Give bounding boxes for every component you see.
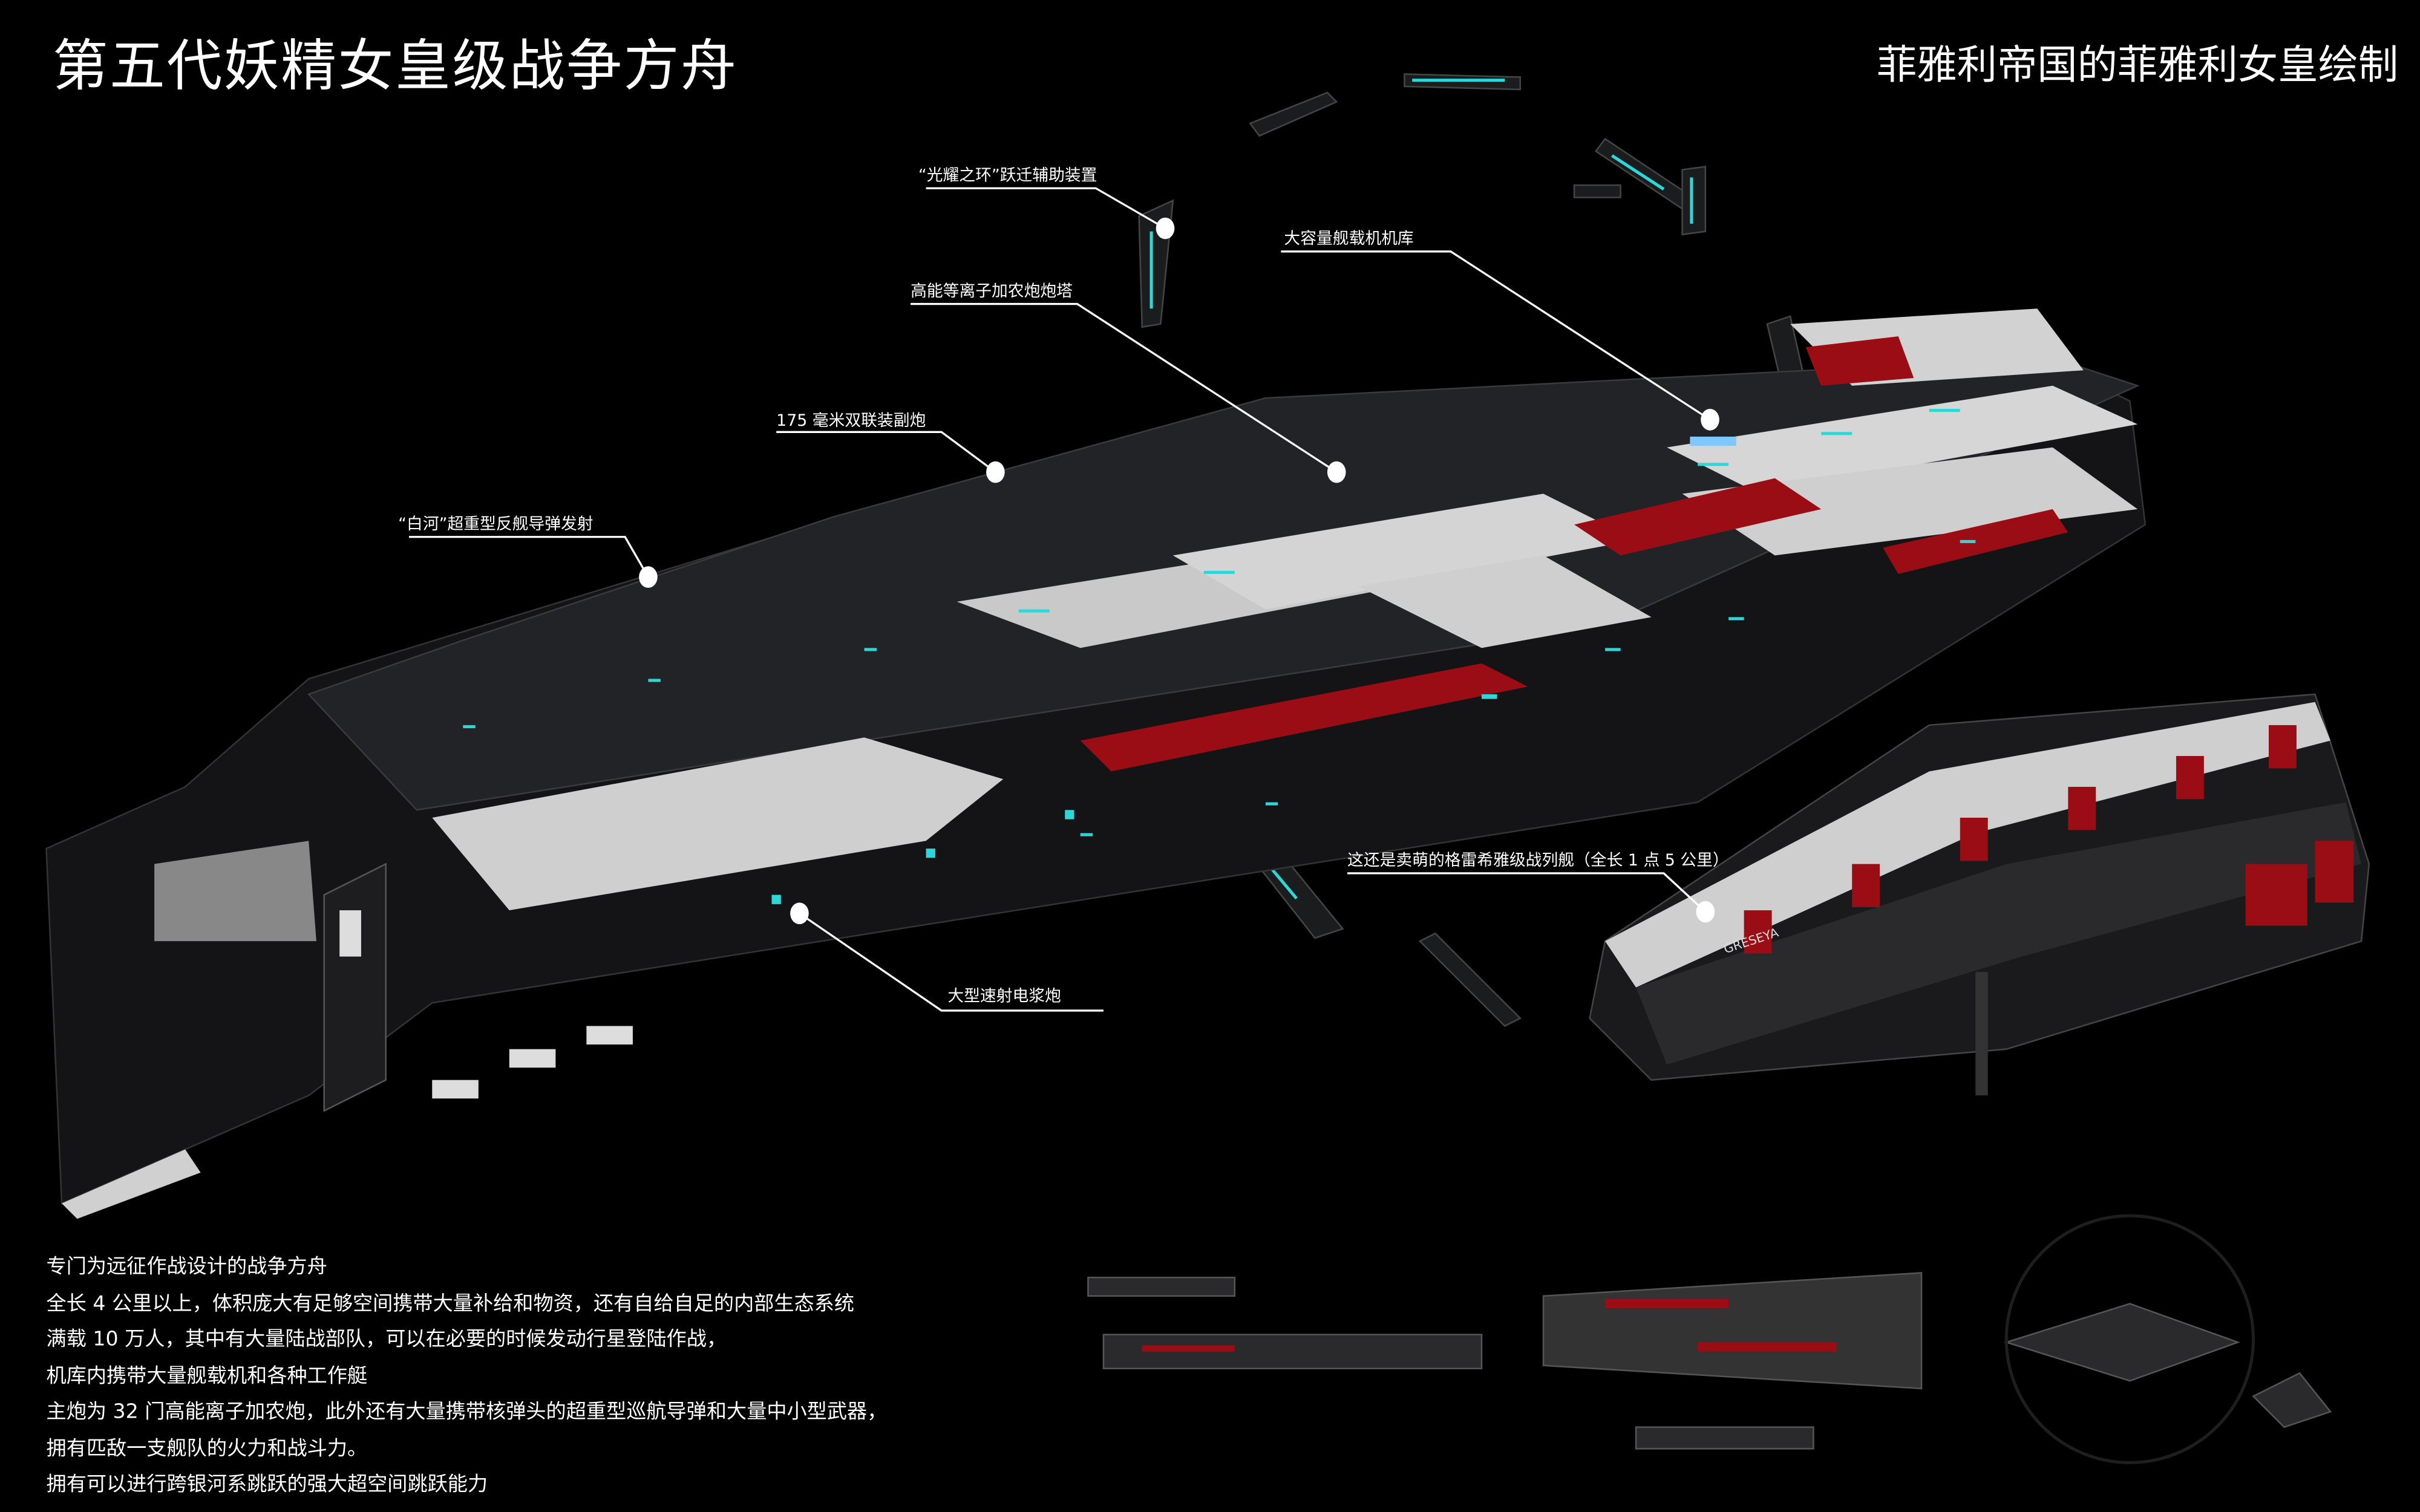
callout-missile-launcher: “白河”超重型反舰导弹发射	[398, 515, 594, 534]
callout-secondary-gun: 175 毫米双联装副炮	[776, 412, 926, 431]
greseya-battleship	[1589, 693, 2370, 1096]
description-line: 拥有可以进行跨银河系跳跃的强大超空间跳跃能力	[46, 1473, 488, 1497]
main-warship	[45, 308, 2147, 1219]
page-title: 第五代妖精女皇级战争方舟	[52, 35, 738, 99]
callout-greseya: 这还是卖萌的格雷希雅级战列舰（全长 1 点 5 公里）	[1347, 852, 1729, 870]
description-line: 机库内携带大量舰载机和各种工作艇	[46, 1364, 368, 1388]
description-line: 拥有匹敌一支舰队的火力和战斗力。	[46, 1437, 368, 1461]
callout-dots	[639, 217, 1719, 925]
description-line: 全长 4 公里以上，体积庞大有足够空间携带大量补给和物资，还有自给自足的内部生态…	[46, 1292, 855, 1315]
description-line: 满载 10 万人，其中有大量陆战部队，可以在必要的时候发动行星登陆作战，	[46, 1328, 727, 1352]
callout-hangar: 大容量舰载机机库	[1284, 230, 1414, 249]
description-block: 专门为远征作战设计的战争方舟 全长 4 公里以上，体积庞大有足够空间携带大量补给…	[47, 1250, 888, 1504]
author-credit: 菲雅利帝国的菲雅利女皇绘制	[1876, 43, 2399, 90]
callout-lines	[409, 187, 1711, 1012]
callout-rapid-plasma: 大型速射电浆炮	[947, 987, 1061, 1006]
callout-plasma-turret: 高能等离子加农炮炮塔	[911, 282, 1073, 301]
description-line: 主炮为 32 门高能离子加农炮，此外还有大量携带核弹头的超重型巡航导弹和大量中小…	[46, 1401, 888, 1424]
callout-jump-ring: “光耀之环”跃迁辅助装置	[918, 166, 1097, 186]
description-line: 专门为远征作战设计的战争方舟	[46, 1256, 327, 1279]
